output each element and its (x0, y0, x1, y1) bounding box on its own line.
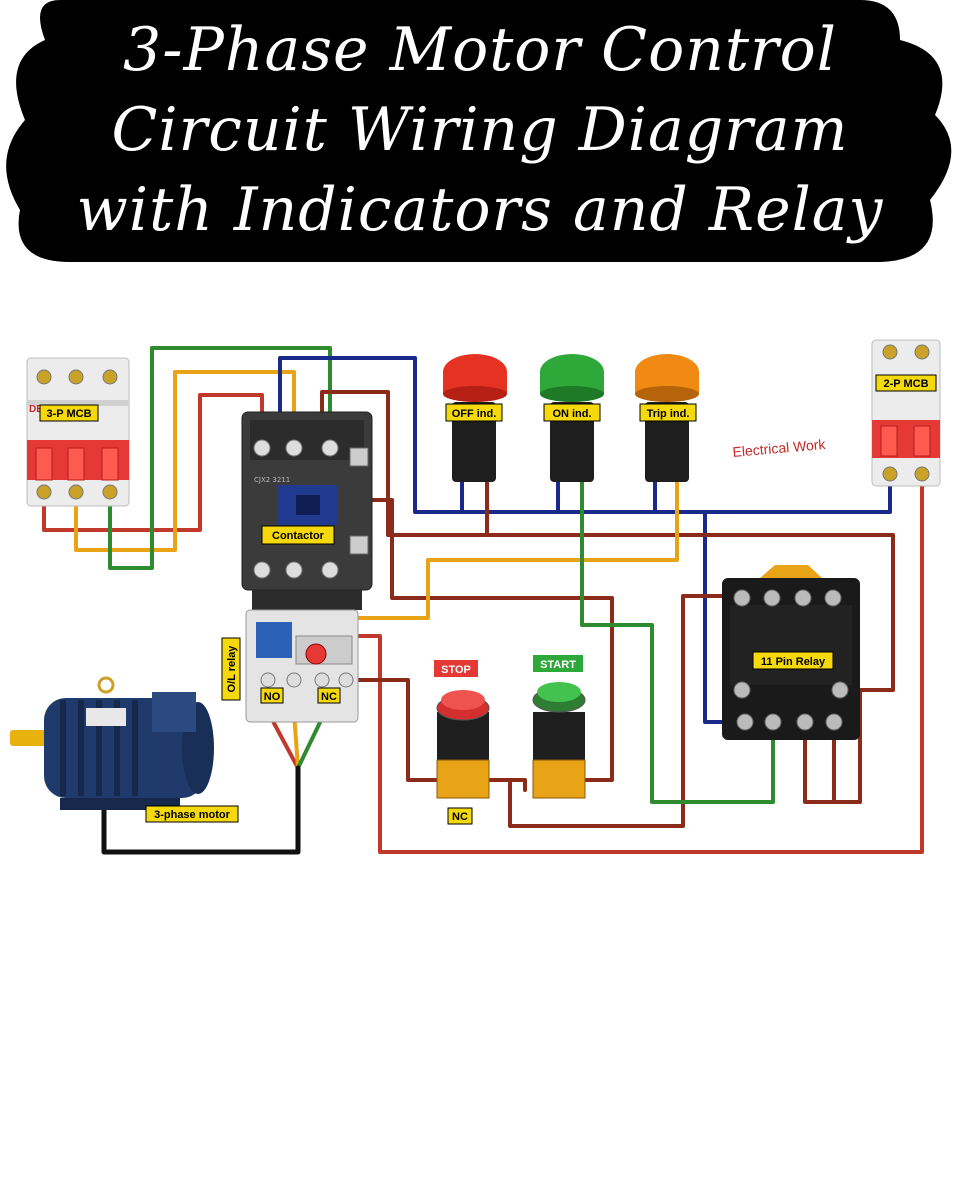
stop-label: STOP (441, 664, 471, 676)
wire-blue-top (278, 356, 892, 514)
overload-relay: NO NC O/L relay (221, 609, 359, 723)
start-button[interactable]: START (532, 655, 586, 799)
trip-indicator: Trip ind. (635, 354, 699, 482)
wire-red-l1 (42, 393, 264, 532)
contactor-label: Contactor (272, 530, 325, 542)
ol-relay-label: O/L relay (226, 645, 238, 693)
watermark: Electrical Work (732, 436, 827, 460)
ol-no-label: NO (264, 691, 281, 703)
mcb-2-pole: 2-P MCB (871, 339, 941, 487)
title-banner (6, 0, 952, 262)
motor-label: 3-phase motor (154, 809, 231, 821)
wire-green-on (580, 478, 775, 804)
wire-brown-link (481, 778, 527, 792)
relay-11-pin: 11 Pin Relay (722, 565, 860, 740)
title-line-3: with Indicators and Relay (76, 175, 884, 245)
mcb2-label: 2-P MCB (883, 378, 928, 390)
title-line-1: 3-Phase Motor Control (123, 15, 837, 85)
off-ind-label: OFF ind. (452, 408, 497, 420)
relay11-label: 11 Pin Relay (761, 656, 826, 668)
on-ind-label: ON ind. (552, 408, 591, 420)
three-phase-motor: 3-phase motor (10, 676, 239, 823)
wire-brown-aux1 (320, 390, 895, 692)
wire-yellow-l2 (74, 370, 296, 552)
wire-brown-relay1 (803, 720, 836, 804)
start-label: START (540, 659, 576, 671)
wire-brown-aux2 (363, 498, 614, 782)
wire-brown-start (508, 594, 744, 828)
wiring-diagram: DEL 3-P MCB CJX2 3211 Contactor NO (10, 339, 941, 855)
contactor: CJX2 3211 Contactor (241, 411, 373, 610)
mcb3-label: 3-P MCB (46, 408, 91, 420)
wire-brown-stop (348, 678, 444, 782)
stop-nc-label: NC (452, 811, 468, 823)
wire-green-l3 (108, 346, 332, 570)
title-text: 3-Phase Motor Control Circuit Wiring Dia… (30, 10, 930, 250)
off-indicator: OFF ind. (443, 354, 507, 482)
title-line-2: Circuit Wiring Diagram (111, 95, 849, 165)
stop-button[interactable]: STOP NC (434, 660, 490, 825)
on-indicator: ON ind. (540, 354, 604, 482)
contactor-model: CJX2 3211 (254, 476, 290, 484)
trip-ind-label: Trip ind. (647, 408, 690, 420)
mcb3-brand: DEL (29, 404, 49, 415)
wire-motor-black (101, 765, 301, 855)
ol-nc-label: NC (321, 691, 337, 703)
mcb-3-pole: DEL 3-P MCB (26, 357, 130, 507)
